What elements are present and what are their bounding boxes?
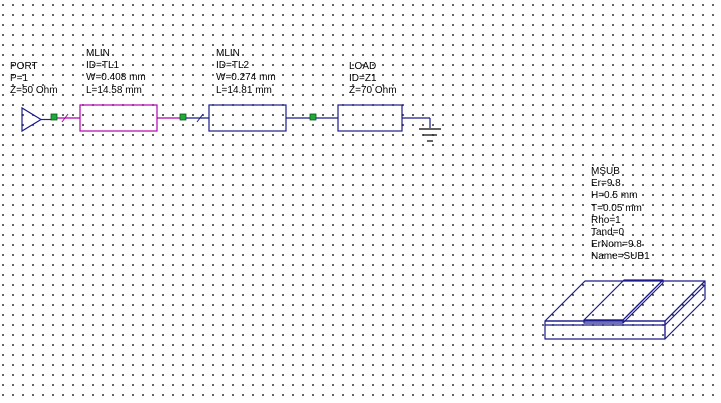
msub-substrate-icon[interactable] — [544, 279, 706, 340]
msub-label-line-2: Er=9.8 — [591, 178, 621, 190]
tl1-label-line-1: MLIN — [86, 48, 110, 59]
mlin-tl1-body[interactable] — [79, 104, 158, 132]
port-label-line-2: P=1 — [10, 73, 29, 85]
msub-label-line-1: MSUB — [591, 166, 620, 177]
tl2-label-line-2: ID=TL2 — [216, 60, 250, 72]
msub-label-line-3: H=0.5 mm — [591, 190, 638, 202]
port-label-line-3: Z=50 Ohm — [10, 85, 58, 97]
tl1-label-line-3: W=0.408 mm — [86, 72, 146, 84]
ground-wire[interactable] — [402, 117, 431, 128]
node-tl1-tl2[interactable] — [179, 113, 187, 121]
mlin-tl2-body[interactable] — [208, 104, 287, 132]
msub-label-line-5: Rho=1 — [591, 214, 621, 226]
tl2-label-line-3: W=0.274 mm — [216, 72, 276, 84]
load-label-line-2: ID=Z1 — [349, 73, 377, 85]
port-label-line-1: PORT — [10, 61, 38, 72]
msub-label-line-4: T=0.05 mm — [591, 202, 642, 214]
msub-label[interactable]: MSUB Er=9.8 H=0.5 mm T=0.05 mm Rho=1 Tan… — [591, 166, 650, 264]
node-port-tl1[interactable] — [50, 113, 58, 121]
msub-label-line-6: Tand=0 — [591, 227, 625, 239]
tl2-label-line-4: L=14.81 mm — [216, 84, 272, 96]
load-label-line-3: Z=70 Ohm — [349, 85, 397, 97]
load-z1-label[interactable]: LOAD ID=Z1 Z=70 Ohm — [349, 61, 397, 98]
wire-node-tl2[interactable] — [186, 113, 209, 123]
ground-icon — [419, 128, 441, 142]
tl2-label-line-1: MLIN — [216, 48, 240, 59]
load-z1-body[interactable] — [337, 104, 403, 132]
load-label-line-1: LOAD — [349, 61, 377, 72]
mlin-tl1-label[interactable]: MLIN ID=TL1 W=0.408 mm L=14.58 mm — [86, 48, 146, 97]
msub-label-line-7: ErNom=9.8 — [591, 239, 642, 251]
mlin-tl2-label[interactable]: MLIN ID=TL2 W=0.274 mm L=14.81 mm — [216, 48, 276, 97]
node-tl2-load[interactable] — [309, 113, 317, 121]
port-symbol[interactable] — [21, 106, 51, 133]
msub-label-line-8: Name=SUB1 — [591, 251, 650, 263]
tl1-label-line-2: ID=TL1 — [86, 60, 120, 72]
tl1-label-line-4: L=14.58 mm — [86, 84, 142, 96]
port-label[interactable]: PORT P=1 Z=50 Ohm — [10, 61, 58, 98]
wire-port-tl1[interactable] — [57, 113, 80, 123]
